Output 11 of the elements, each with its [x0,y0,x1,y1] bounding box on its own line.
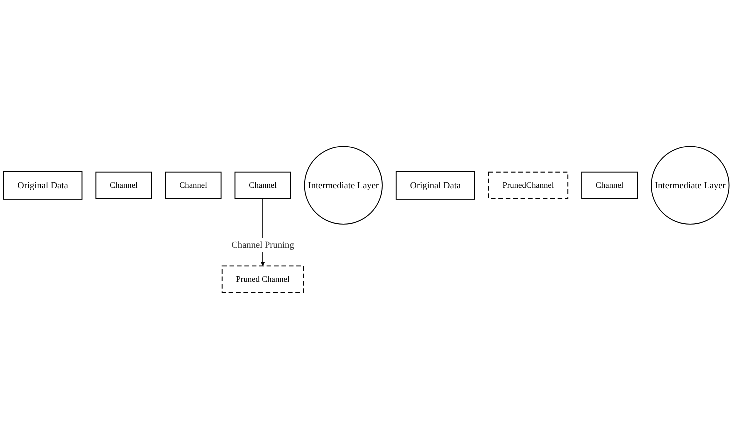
node-box: Pruned Channel [222,266,304,293]
node-box: Channel [234,172,292,200]
node-box: Channel [582,172,638,200]
node-circle: Intermediate Layer [304,146,383,225]
node-box: PrunedChannel [488,172,569,200]
node-box: Channel [165,172,222,200]
edge-label: Channel Pruning [232,240,294,250]
node-circle: Intermediate Layer [651,146,730,225]
node-box: Original Data [396,171,476,200]
node-box: Channel [96,172,152,200]
node-box: Original Data [3,171,83,200]
